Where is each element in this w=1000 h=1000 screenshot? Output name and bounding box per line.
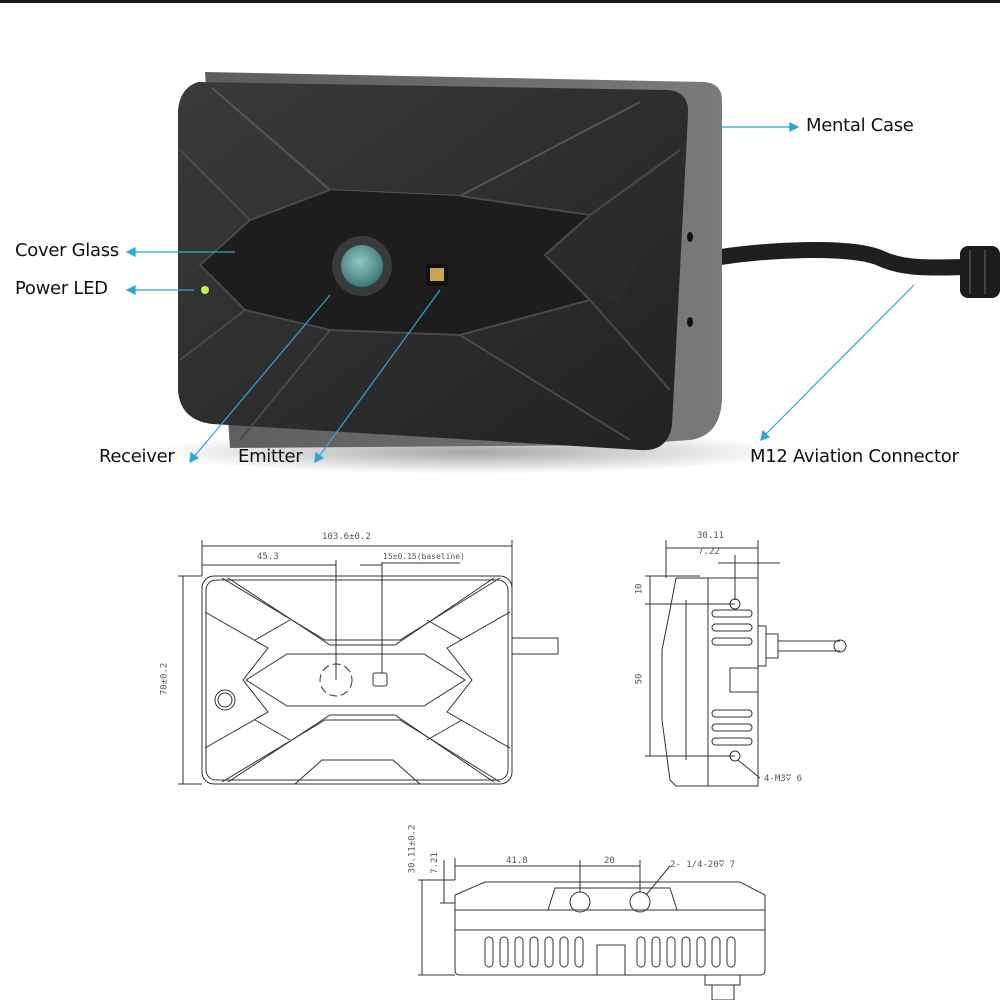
callout-mental-case: Mental Case — [806, 115, 914, 136]
dim-mount-hole-spec: 4-M3⩢ 6 — [764, 774, 802, 784]
product-render — [125, 72, 1000, 474]
bottom-view — [418, 858, 766, 1000]
power-led — [201, 286, 209, 294]
dim-hole-offset: 7.22 — [698, 547, 720, 557]
side-view — [645, 540, 847, 787]
dim-first-hole: 41.8 — [506, 856, 528, 866]
dim-overall-width: 103.6±0.2 — [322, 532, 371, 542]
dim-bottom-height: 30.11±0.2 — [407, 824, 418, 874]
callout-receiver: Receiver — [99, 446, 175, 467]
callout-emitter: Emitter — [238, 446, 303, 467]
dim-bottom-hole-offset: 7.21 — [429, 852, 440, 874]
dim-top-offset: 10 — [634, 583, 645, 595]
dim-left-offset: 45.3 — [257, 552, 279, 562]
callout-power-led: Power LED — [15, 278, 108, 299]
callout-cover-glass: Cover Glass — [15, 240, 119, 261]
cable — [707, 242, 1000, 298]
front-view — [178, 540, 559, 785]
dim-bottom-hole-spacing: 20 — [604, 856, 615, 866]
dim-hole-spacing: 50 — [634, 673, 645, 685]
dim-tripod-hole-spec: 2- 1/4-20⩢ 7 — [670, 860, 736, 870]
dim-baseline: 15±0.15(baseline) — [383, 552, 465, 561]
dim-depth: 30.11 — [697, 531, 725, 541]
top-border — [0, 0, 1000, 3]
technical-drawings — [178, 540, 847, 1000]
dim-height: 70±0.2 — [159, 662, 170, 696]
callout-m12-connector: M12 Aviation Connector — [750, 446, 959, 467]
